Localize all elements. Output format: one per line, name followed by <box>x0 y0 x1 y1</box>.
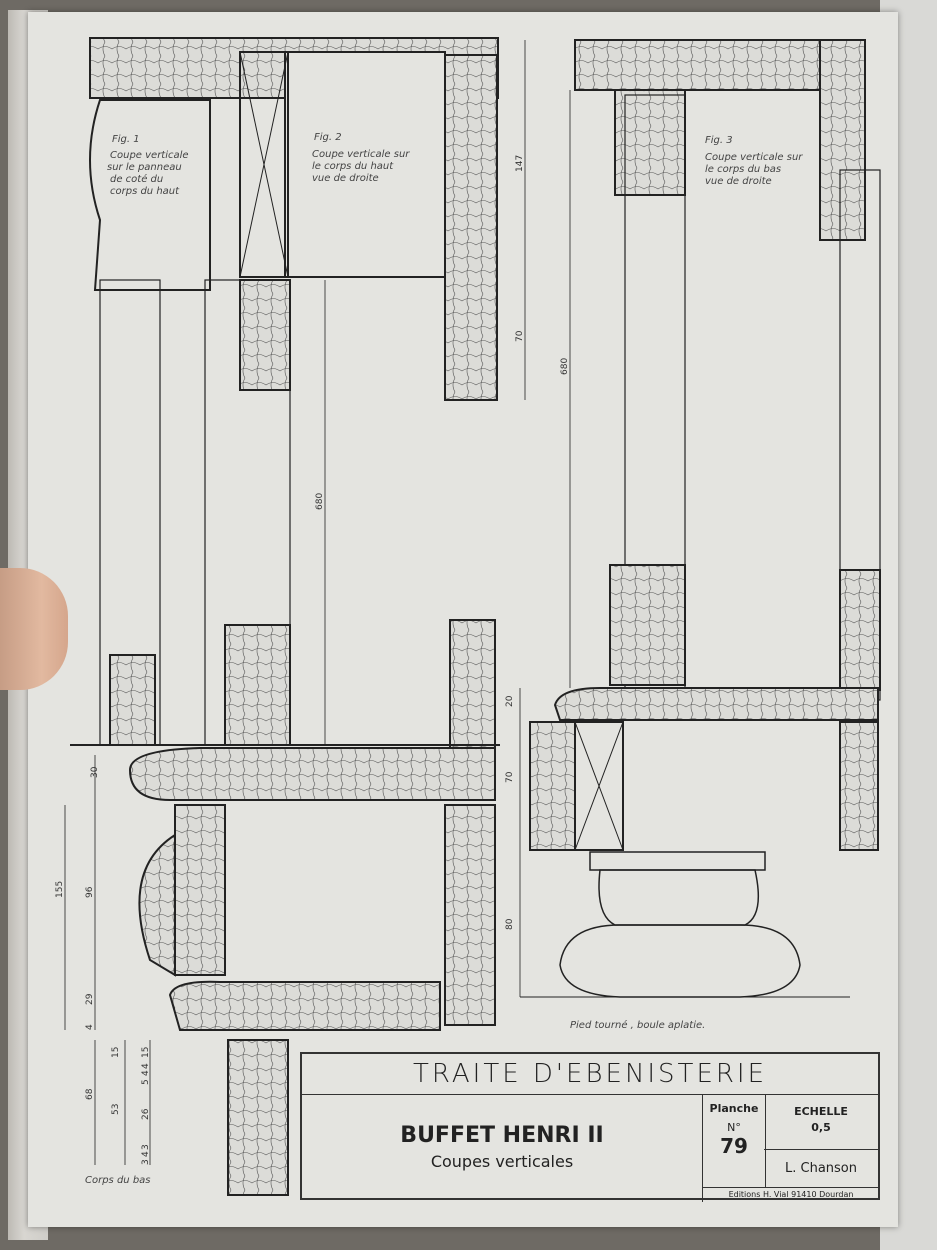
fig3-caption-line: le corps du bas <box>705 164 781 175</box>
dimension-label: 80 <box>505 918 515 930</box>
planche-number: 79 <box>720 1134 748 1158</box>
dimension-label: 4 <box>141 1063 151 1069</box>
fig1-caption-line: corps du haut <box>110 186 180 197</box>
plate-title-area: BUFFET HENRI II Coupes verticales <box>302 1095 702 1200</box>
scale-cell: ECHELLE 0,5 <box>764 1095 878 1150</box>
dimension-label: 5 <box>141 1079 151 1085</box>
scale-label: ECHELLE <box>794 1105 848 1118</box>
thumb <box>0 568 68 690</box>
series-title: TRAITE D'EBENISTERIE <box>302 1054 878 1095</box>
fig1-label: Fig. 1 <box>112 134 140 145</box>
fig2-caption-line: le corps du haut <box>312 161 394 172</box>
dimension-label: 3 <box>141 1144 151 1150</box>
dimension-label: 15 <box>111 1047 121 1058</box>
scale-value: 0,5 <box>811 1121 831 1134</box>
corps-caption: Corps du bas <box>85 1175 151 1186</box>
dimension-label: 4 <box>85 1024 95 1030</box>
dimension-label: 29 <box>85 993 95 1005</box>
fig2-label: Fig. 2 <box>314 132 342 143</box>
dimension-label: 96 <box>85 886 95 898</box>
dimension-label: 147 <box>515 155 525 172</box>
fig2-caption-line: Coupe verticale sur <box>312 149 410 160</box>
dimension-label: 68 <box>85 1088 95 1100</box>
dimension-label: 53 <box>111 1104 121 1115</box>
plate-name: BUFFET HENRI II <box>400 1123 604 1148</box>
dimension-label: 680 <box>315 493 325 510</box>
dimension-label: 26 <box>141 1108 151 1120</box>
dimension-label: 15 <box>141 1047 151 1058</box>
title-block: TRAITE D'EBENISTERIE BUFFET HENRI II Cou… <box>300 1052 880 1202</box>
fig3-label: Fig. 3 <box>705 135 733 146</box>
fig3-caption-line: vue de droite <box>705 176 772 187</box>
dimension-label: 70 <box>515 330 525 342</box>
fig1-caption-line: Coupe verticale <box>110 150 189 161</box>
fig1-caption-line: de coté du <box>110 173 163 185</box>
plate-subtitle: Coupes verticales <box>430 1152 574 1171</box>
fig1-caption-line: sur le panneau <box>107 162 182 173</box>
planche-cell: Planche N° 79 <box>702 1095 766 1187</box>
dimension-label: 4 <box>141 1151 151 1157</box>
dimension-label: 155 <box>55 881 65 898</box>
editor: Editions H. Vial 91410 Dourdan <box>702 1187 879 1202</box>
number-label: N° <box>727 1121 741 1134</box>
planche-label: Planche <box>709 1102 759 1115</box>
dimension-label: 70 <box>505 771 515 783</box>
dimension-label: 30 <box>90 766 100 778</box>
dimension-label: 680 <box>560 358 570 375</box>
dimension-label: 20 <box>505 695 515 707</box>
dimension-label: 3 <box>141 1159 151 1165</box>
fig2-caption-line: vue de droite <box>312 173 379 184</box>
dimension-label: 4 <box>141 1070 151 1076</box>
fig3-caption-line: Coupe verticale sur <box>705 152 803 163</box>
author: L. Chanson <box>785 1161 857 1176</box>
foot-caption: Pied tourné , boule aplatie. <box>570 1019 705 1031</box>
